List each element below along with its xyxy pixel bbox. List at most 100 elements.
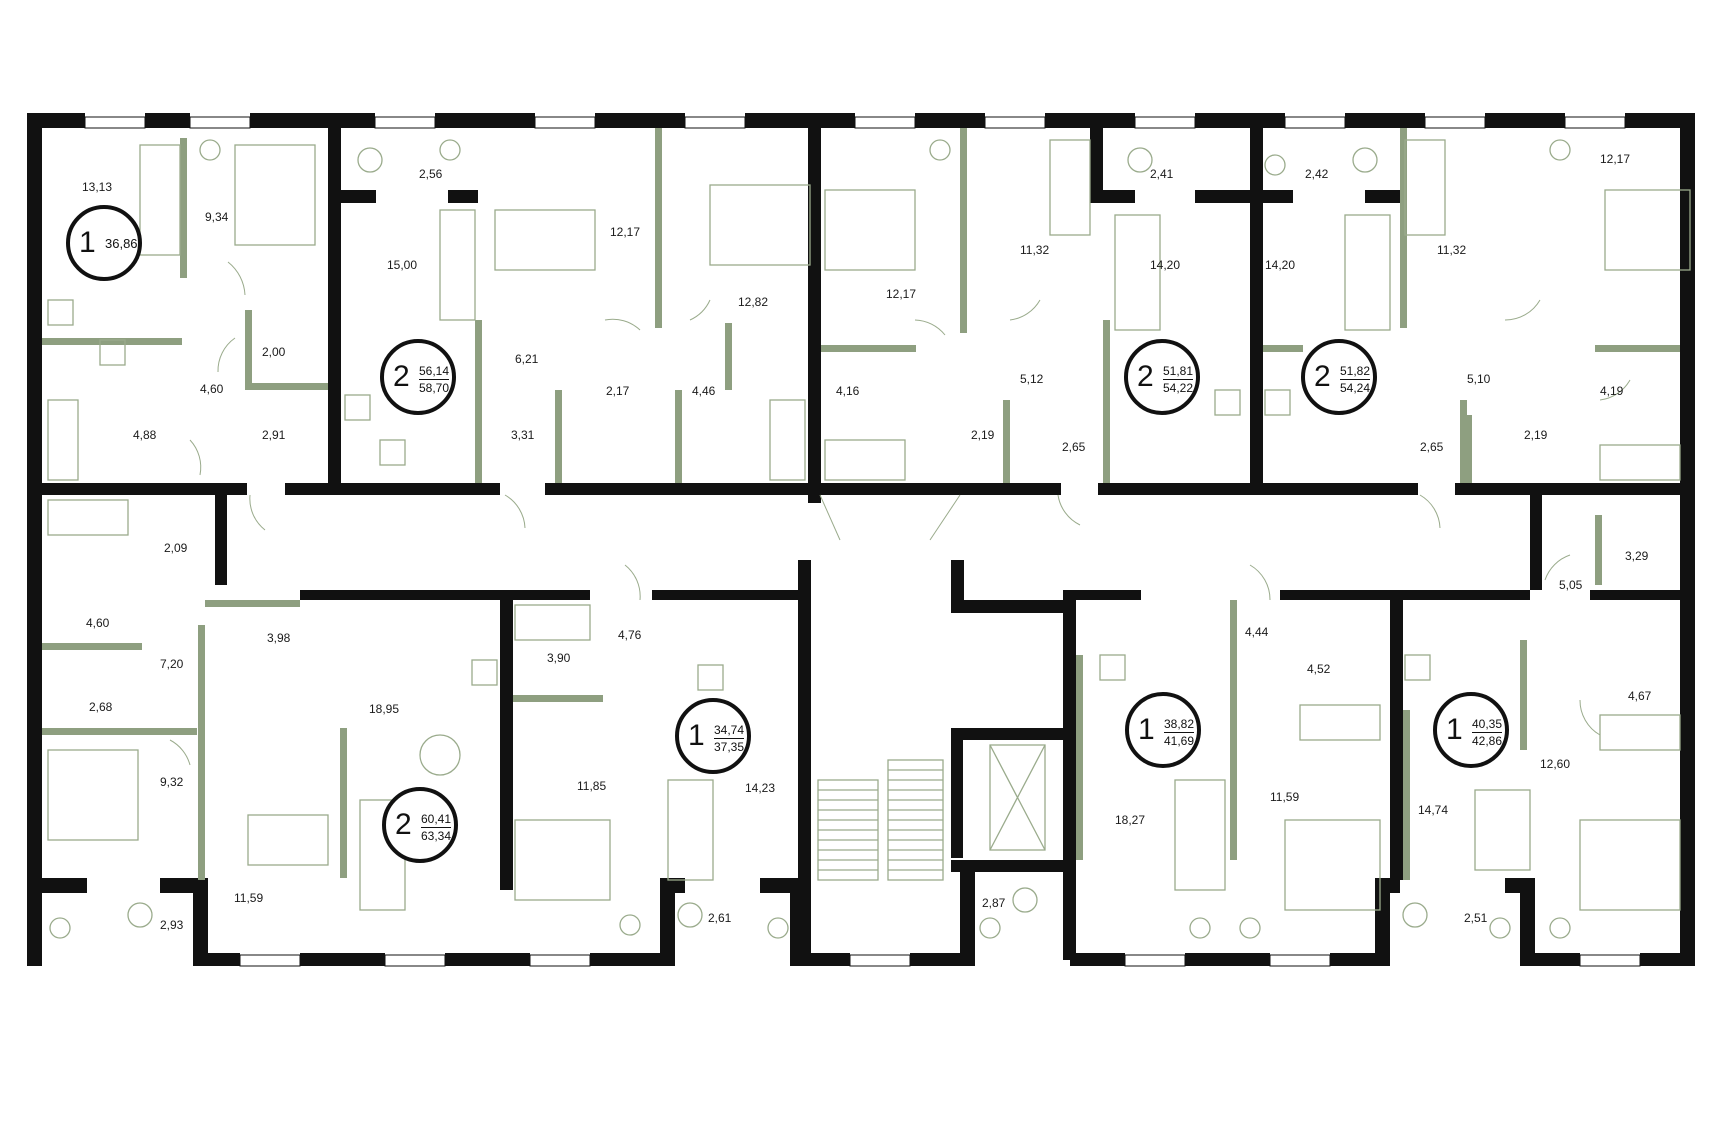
- armchair-icon: [1127, 147, 1153, 173]
- plant-icon: [1549, 917, 1571, 939]
- apartment-area: 36,86: [105, 236, 138, 251]
- apartment-area-pair: 51,81 54,22: [1163, 364, 1194, 395]
- plant-icon: [199, 139, 221, 161]
- apartment-rooms: 2: [393, 360, 410, 393]
- room-area: 18,27: [1115, 813, 1146, 827]
- room-area: 2,65: [1062, 440, 1086, 454]
- room-area: 11,59: [234, 891, 264, 905]
- apartment-badge[interactable]: 2 60,41 63,34: [382, 787, 458, 863]
- room-area: 4,46: [692, 384, 716, 398]
- armchair-icon: [677, 902, 703, 928]
- inner-walls: [27, 113, 1695, 965]
- room-area: 4,16: [836, 384, 860, 398]
- apartment-badge[interactable]: 1 34,74 37,35: [675, 698, 751, 774]
- plant-icon: [1549, 139, 1571, 161]
- bed-icon: [824, 189, 916, 271]
- apartment-badge[interactable]: 2 51,82 54,24: [1301, 339, 1377, 415]
- room-area: 2,91: [262, 428, 286, 442]
- elevator-icon: [989, 744, 1046, 851]
- sofa-icon: [1174, 779, 1226, 891]
- room-area: 4,44: [1245, 625, 1269, 639]
- room-area: 11,32: [1437, 243, 1467, 257]
- room-area: 12,60: [1540, 757, 1571, 771]
- room-area: 3,98: [267, 631, 291, 645]
- plant-icon: [929, 139, 951, 161]
- room-area: 2,19: [1524, 428, 1548, 442]
- room-area: 2,42: [1305, 167, 1329, 181]
- room-area: 2,56: [419, 167, 443, 181]
- armchair-icon: [357, 147, 383, 173]
- room-area: 4,52: [1307, 662, 1331, 676]
- apartment-area-total: 41,69: [1164, 734, 1195, 748]
- armchair-icon: [127, 902, 153, 928]
- apartment-rooms: 1: [79, 226, 96, 259]
- apartment-area-total: 54,22: [1163, 381, 1194, 395]
- apartment-area: 40,35: [1472, 717, 1503, 733]
- room-area: 11,32: [1020, 243, 1050, 257]
- room-area: 5,10: [1467, 372, 1491, 386]
- staircase-icon: [817, 759, 944, 881]
- apartment-area-pair: 38,82 41,69: [1164, 717, 1195, 748]
- apartment-badge[interactable]: 1 40,35 42,86: [1433, 692, 1509, 768]
- room-area: 15,00: [387, 258, 418, 272]
- furniture: [47, 139, 1691, 939]
- stove-icon: [1214, 389, 1241, 416]
- armchair-icon: [1352, 147, 1378, 173]
- bathtub-icon: [1599, 714, 1681, 751]
- room-area: 12,17: [886, 287, 917, 301]
- room-area: 2,87: [982, 896, 1006, 910]
- stove-icon: [47, 299, 74, 326]
- sink-icon: [99, 339, 126, 366]
- apartment-area: 38,82: [1164, 717, 1195, 733]
- room-area: 2,19: [971, 428, 995, 442]
- room-area: 14,23: [745, 781, 776, 795]
- apartment-area: 51,81: [1163, 364, 1194, 380]
- bed-icon: [1604, 189, 1691, 271]
- room-area: 3,31: [511, 428, 535, 442]
- bed-icon: [1579, 819, 1681, 911]
- armchair-icon: [1012, 887, 1038, 913]
- room-area: 2,93: [160, 918, 184, 932]
- plant-icon: [1489, 917, 1511, 939]
- apartment-rooms: 1: [688, 719, 705, 752]
- bathtub-icon: [1299, 704, 1381, 741]
- room-area: 7,20: [160, 657, 184, 671]
- room-area: 13,13: [82, 180, 113, 194]
- apartment-area: 34,74: [714, 723, 745, 739]
- stove-icon: [1404, 654, 1431, 681]
- apartment-badge[interactable]: 1 36,86: [66, 205, 142, 281]
- stove-icon: [697, 664, 724, 691]
- sofa-icon: [1474, 789, 1531, 871]
- doors: [169, 261, 1631, 766]
- apartment-area-pair: 34,74 37,35: [714, 723, 745, 754]
- room-area: 4,88: [133, 428, 157, 442]
- apartment-rooms: 1: [1446, 713, 1463, 746]
- apartment-badge[interactable]: 2 51,81 54,22: [1124, 339, 1200, 415]
- bed-icon: [1284, 819, 1381, 911]
- apartment-area-pair: 51,82 54,24: [1340, 364, 1371, 395]
- apartment-area-total: 42,86: [1472, 734, 1503, 748]
- bed-icon: [494, 209, 596, 271]
- dining-table-icon: [419, 734, 461, 776]
- room-area: 14,20: [1265, 258, 1296, 272]
- apartment-area: 51,82: [1340, 364, 1371, 380]
- room-area: 9,34: [205, 210, 229, 224]
- room-area: 2,09: [164, 541, 188, 555]
- apartment-rooms: 2: [395, 808, 412, 841]
- plant-icon: [1239, 917, 1261, 939]
- apartment-badge[interactable]: 2 56,14 58,70: [380, 339, 456, 415]
- sink-icon: [379, 439, 406, 466]
- room-area: 14,74: [1418, 803, 1449, 817]
- room-area: 12,82: [738, 295, 769, 309]
- apartment-area-total: 37,35: [714, 740, 745, 754]
- room-area: 9,32: [160, 775, 184, 789]
- apartment-badge[interactable]: 1 38,82 41,69: [1125, 692, 1201, 768]
- apartment-rooms: 2: [1137, 360, 1154, 393]
- bathtub-icon: [769, 399, 806, 481]
- room-area: 4,19: [1600, 384, 1624, 398]
- apartment-area-pair: 56,14 58,70: [419, 364, 450, 395]
- room-area: 2,41: [1150, 167, 1174, 181]
- stove-icon: [471, 659, 498, 686]
- room-area: 6,21: [515, 352, 539, 366]
- room-area: 2,68: [89, 700, 113, 714]
